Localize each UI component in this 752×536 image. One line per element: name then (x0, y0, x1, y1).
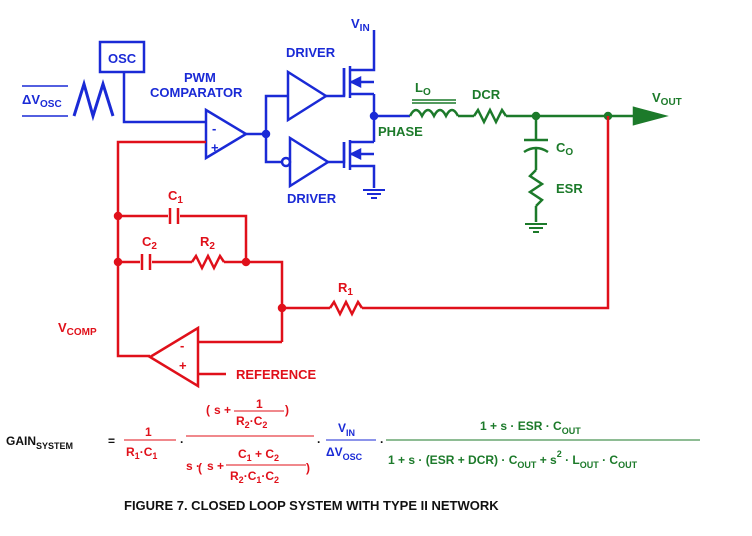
driver-bottom-label: DRIVER (287, 191, 337, 206)
comparator-plus: + (211, 140, 219, 155)
eq-t2-den-b: s + (207, 459, 224, 473)
c2-label: C2 (142, 234, 157, 252)
eq-t2-den-paren-close: ) (306, 461, 310, 475)
red-wiring (113, 116, 610, 389)
eq-dot-3: · (380, 435, 384, 449)
eq-t3-num: VIN (338, 421, 355, 438)
r2-label: R2 (200, 234, 215, 252)
inductor-lo (408, 108, 460, 119)
esr-label: ESR (556, 181, 583, 196)
vcomp-label: VCOMP (58, 320, 97, 338)
eq-dot-2: · (317, 435, 321, 449)
eq-t1-den: R1·C1 (126, 445, 157, 461)
erroramp-plus: + (179, 358, 187, 373)
eq-t2-den-frac-num: C1 + C2 (238, 447, 279, 463)
resistor-r1 (328, 299, 364, 317)
eq-dot-1: · (180, 435, 184, 449)
driver-top-label: DRIVER (286, 45, 336, 60)
osc-label: OSC (108, 51, 137, 66)
eq-t2-num-frac-den: R2·C2 (236, 414, 267, 430)
driver-bottom (288, 135, 331, 189)
resistor-r2 (190, 253, 226, 271)
osc-block (98, 40, 146, 74)
error-amplifier (147, 325, 200, 389)
eq-equals: = (108, 434, 115, 448)
comparator-minus: - (212, 121, 216, 136)
resistor-dcr (472, 107, 508, 125)
eq-lhs: GAINSYSTEM (6, 434, 73, 451)
eq-t1-num: 1 (145, 425, 152, 439)
green-wiring (408, 99, 669, 234)
eq-t4-den: 1 + s · (ESR + DCR) · COUT + s2 · LOUT ·… (388, 449, 638, 470)
eq-t2-den-frac-den: R2·C1·C2 (230, 469, 279, 485)
dcr-label: DCR (472, 87, 501, 102)
c1-label: C1 (168, 188, 183, 206)
blue-wiring (22, 30, 410, 200)
gain-equation: GAINSYSTEM = 1 R1·C1 · ( s + 1 R2·C2 ) s… (6, 397, 700, 485)
vin-label: VIN (351, 16, 370, 34)
pwm-label-1: PWM (184, 70, 216, 85)
co-label: CO (556, 140, 573, 158)
eq-t2-num-a: s + (214, 403, 231, 417)
vout-label: VOUT (652, 90, 682, 108)
eq-t3-den: ΔVOSC (326, 445, 363, 462)
r1-label: R1 (338, 280, 353, 298)
eq-t2-num-frac-num: 1 (256, 397, 263, 411)
figure-caption: FIGURE 7. CLOSED LOOP SYSTEM WITH TYPE I… (124, 498, 499, 513)
phase-label: PHASE (378, 124, 423, 139)
lo-label: LO (415, 80, 431, 98)
dvosc-label: ΔVOSC (22, 92, 62, 110)
erroramp-minus: - (180, 338, 184, 353)
eq-t2-paren-close: ) (285, 403, 289, 417)
eq-t2-den-paren-open: ( (198, 461, 202, 475)
eq-t2-paren-open: ( (206, 403, 210, 417)
eq-t4-num: 1 + s · ESR · COUT (480, 419, 581, 436)
pwm-comparator (204, 107, 249, 161)
vout-arrow (632, 106, 669, 126)
ramp-waveform (72, 78, 115, 122)
driver-top (286, 69, 329, 123)
eq-t2-den-a: s · (186, 459, 200, 473)
pwm-label-2: COMPARATOR (150, 85, 243, 100)
resistor-esr (527, 169, 545, 207)
reference-label: REFERENCE (236, 367, 317, 382)
